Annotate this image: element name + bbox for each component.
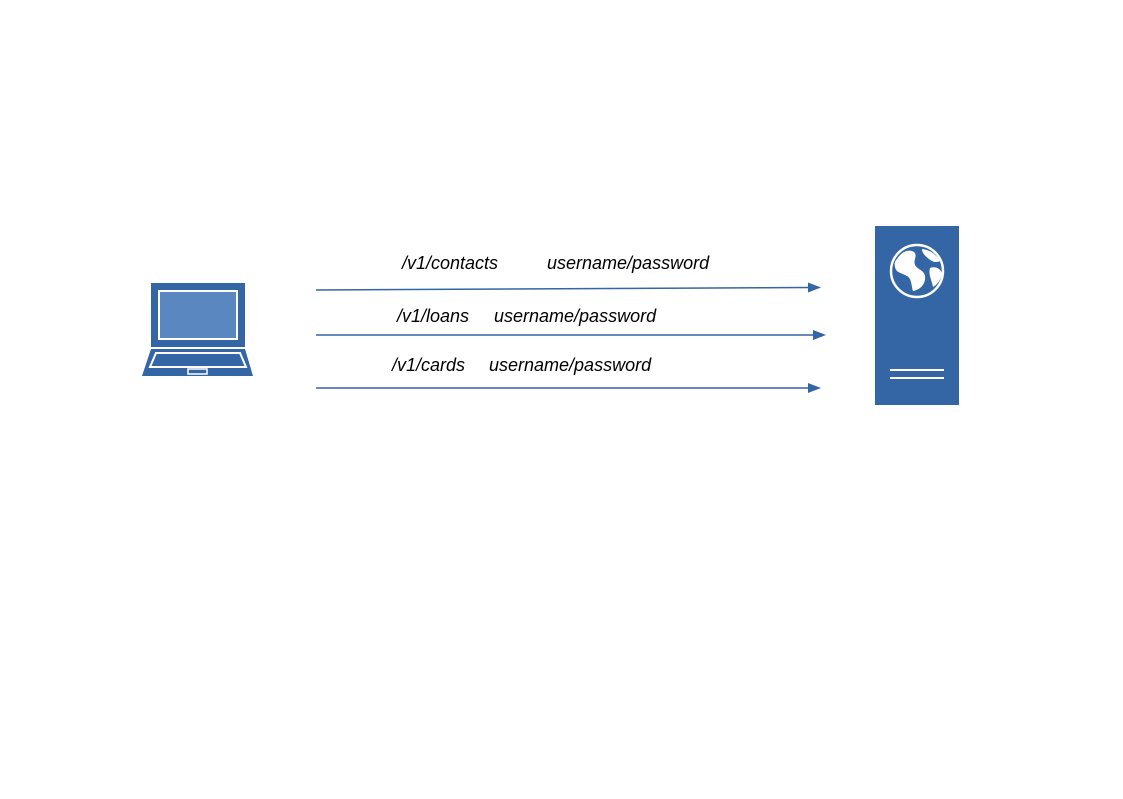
laptop-keyboard [148,352,248,368]
endpoint-label-cards: /v1/cards [392,355,466,375]
request-arrow-loans [316,330,826,340]
laptop-icon [142,283,253,376]
arrowhead-icon [808,282,821,293]
laptop-screen [158,290,238,340]
arrowhead-icon [813,330,826,340]
laptop-trackpad [187,368,208,375]
laptop-base [142,349,253,376]
web-server-icon [875,226,959,405]
request-arrow-cards [316,383,821,393]
arrowhead-icon [808,383,821,393]
credentials-label-cards: username/password [489,355,652,375]
request-arrow-contacts [315,282,821,293]
credentials-label-loans: username/password [494,306,657,326]
credentials-label-contacts: username/password [547,253,710,273]
endpoint-label-loans: /v1/loans [397,306,470,326]
endpoint-label-contacts: /v1/contacts [402,253,499,273]
globe-icon [889,243,945,299]
